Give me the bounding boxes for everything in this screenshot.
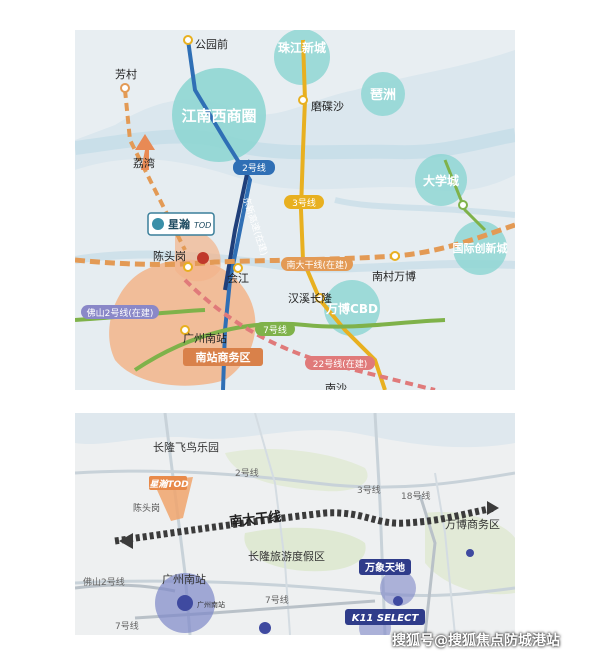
station-dot bbox=[183, 262, 193, 272]
label-pazhou: 琶洲 bbox=[370, 87, 396, 103]
label-zhujiang-text: 珠江新城 bbox=[278, 40, 326, 55]
foshan2-label: 佛山2号线(在建) bbox=[87, 307, 154, 319]
k11-badge bbox=[345, 609, 425, 625]
river bbox=[75, 128, 515, 160]
line2-path bbox=[186, 39, 253, 390]
direction-arrow-icon bbox=[135, 134, 155, 170]
label-innovation: 国际创新城 bbox=[453, 241, 508, 255]
line7b-label: 7号线 bbox=[115, 620, 139, 632]
label-chentougang: 陈头岗 bbox=[153, 249, 186, 263]
river bbox=[334, 197, 515, 218]
line22-path bbox=[183, 278, 436, 390]
label-hanxi: 汉溪长隆 bbox=[288, 291, 332, 305]
station-dot bbox=[298, 95, 308, 105]
label-gongyuanqian: 公园前 bbox=[195, 37, 228, 51]
wanxiang-icon bbox=[393, 596, 403, 606]
road bbox=[75, 579, 515, 597]
project-badge bbox=[149, 476, 187, 490]
station-dot bbox=[120, 83, 130, 93]
park-area bbox=[244, 527, 366, 572]
station-dot bbox=[390, 251, 400, 261]
wanxiang-badge bbox=[359, 559, 411, 575]
wanxiang-zone bbox=[380, 570, 416, 606]
project-name: 星瀚TOD bbox=[149, 479, 189, 490]
land-area bbox=[75, 30, 515, 140]
station-dot bbox=[458, 200, 468, 210]
district-pazhou bbox=[361, 72, 405, 116]
line7-path bbox=[133, 318, 446, 372]
line7-badge bbox=[255, 322, 295, 336]
label-modiesha: 磨碟沙 bbox=[311, 100, 344, 113]
nandaganxian-label: 南大干线(在建) bbox=[286, 259, 347, 271]
top-map: 江南西商圈 珠江新城 琶洲 大学城 国际创新城 万博CBD 公园前 芳村 荔湾 … bbox=[75, 30, 515, 390]
station-icon bbox=[259, 622, 271, 634]
label-liwan: 荔湾 bbox=[133, 156, 155, 170]
project-location-icon bbox=[197, 252, 209, 264]
station-dot bbox=[315, 293, 325, 303]
vertical-expressway bbox=[223, 159, 252, 291]
line7-label: 7号线 bbox=[263, 324, 287, 336]
label-changlong-bird: 长隆飞鸟乐园 bbox=[153, 440, 219, 454]
top-map-canvas: 江南西商圈 珠江新城 琶洲 大学城 国际创新城 万博CBD 公园前 芳村 荔湾 … bbox=[75, 30, 515, 390]
station-dot bbox=[180, 325, 190, 335]
line3-label: 3号线 bbox=[292, 197, 316, 209]
road bbox=[434, 472, 456, 635]
label-changlong-tour: 长隆旅游度假区 bbox=[248, 549, 325, 563]
project-logo-icon bbox=[152, 218, 164, 230]
label-nancun: 南村万博 bbox=[372, 269, 416, 283]
label-nanzhan: 南站商务区 bbox=[196, 350, 251, 364]
label-university: 大学城 bbox=[423, 173, 459, 188]
arrow-right-icon bbox=[487, 501, 499, 515]
wanxiang-label: 万象天地 bbox=[364, 561, 405, 574]
arrow-left-icon bbox=[119, 533, 133, 549]
bottom-map-canvas: 长隆飞鸟乐园 陈头岗 广州南站 长隆旅游度假区 万博商务区 广州南站 星瀚TOD… bbox=[75, 413, 515, 635]
watermark: 搜狐号@搜狐焦点防城港站 bbox=[392, 633, 560, 649]
line3-badge bbox=[284, 195, 324, 209]
green-branch bbox=[443, 159, 487, 232]
line18-path bbox=[418, 494, 437, 635]
label-wanbo: 万博CBD bbox=[325, 301, 378, 316]
label-nan-cut: 南沙 bbox=[325, 382, 347, 390]
line3-label: 3号线 bbox=[357, 484, 381, 496]
nanzhan-badge bbox=[183, 348, 263, 366]
line22-label: 22号线(在建) bbox=[313, 358, 367, 370]
label-gz-south: 广州南站 bbox=[183, 331, 227, 345]
k11-label: K11 SELECT bbox=[352, 613, 420, 624]
nandaganxian-badge bbox=[281, 257, 353, 271]
water-area bbox=[75, 413, 515, 448]
label-fangcun: 芳村 bbox=[115, 67, 137, 81]
label-gz-south-station: 广州南站 bbox=[197, 600, 225, 609]
road bbox=[75, 469, 515, 489]
station-dot bbox=[183, 35, 193, 45]
label-chentougang: 陈头岗 bbox=[133, 502, 160, 514]
line2-badge bbox=[233, 160, 275, 175]
line22-badge bbox=[305, 356, 375, 370]
park-area bbox=[225, 448, 368, 492]
line7-label: 7号线 bbox=[265, 594, 289, 606]
foshan2-badge bbox=[81, 305, 159, 319]
road bbox=[254, 413, 291, 635]
label-huijiang: 会江 bbox=[227, 272, 249, 285]
foshan2-label: 佛山2号线 bbox=[83, 576, 125, 588]
project-name: 星瀚 bbox=[168, 217, 190, 231]
line2-label: 2号线 bbox=[235, 467, 259, 479]
project-label-box bbox=[147, 212, 215, 236]
station-dot bbox=[233, 263, 243, 273]
nandaganxian-label: 南大干线 bbox=[229, 509, 282, 530]
label-jiangnan: 江南西商圈 bbox=[181, 107, 256, 125]
district-university bbox=[415, 154, 467, 206]
river bbox=[75, 250, 515, 273]
label-wanbo-business: 万博商务区 bbox=[445, 517, 500, 531]
label-gz-south: 广州南站 bbox=[162, 572, 206, 586]
project-tag: TOD bbox=[194, 221, 211, 230]
label-zhujiang: 珠江新城 bbox=[278, 40, 326, 55]
bottom-map: 长隆飞鸟乐园 陈头岗 广州南站 长隆旅游度假区 万博商务区 广州南站 星瀚TOD… bbox=[75, 413, 515, 635]
line2-label: 2号线 bbox=[242, 162, 266, 174]
line18-label: 18号线 bbox=[401, 490, 430, 502]
gz-south-station-icon bbox=[177, 595, 193, 611]
station-icon bbox=[466, 549, 474, 557]
